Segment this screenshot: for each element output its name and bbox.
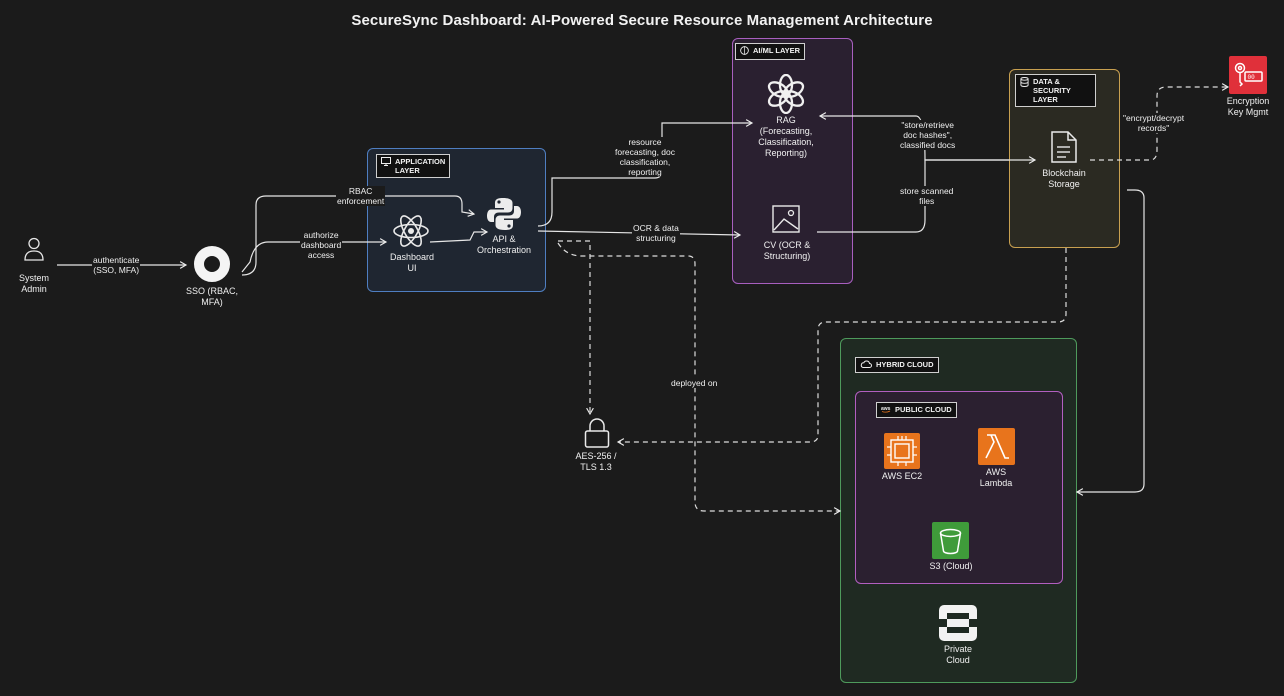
aiml-layer-group: AI/ML LAYER [732,38,853,284]
brain-icon [740,46,749,57]
api-label: API & Orchestration [476,234,532,255]
openstack-icon [939,605,977,646]
monitor-icon [381,157,391,168]
diagram-title: SecureSync Dashboard: AI-Powered Secure … [351,12,933,29]
application-layer-group: APPLICATION LAYER [367,148,546,292]
hybrid-cloud-label: HYBRID CLOUD [855,357,939,373]
svg-text:00: 00 [1248,74,1256,81]
edge-label-authorize: authorize dashboard access [300,230,343,260]
aws-logo-icon: aws [881,405,891,415]
sso-icon [193,245,231,288]
admin-user-icon [24,237,44,266]
edge-label-ocr: OCR & data structuring [632,223,680,243]
edge-label-authenticate: authenticate (SSO, MFA) [92,255,141,275]
edge-label-rbac: RBAC enforcement [336,186,386,206]
aes-label: AES-256 / TLS 1.3 [575,451,617,472]
public-cloud-label: aws PUBLIC CLOUD [876,402,957,418]
rag-label: RAG (Forecasting, Classification, Report… [758,115,814,158]
cloud-icon [860,360,872,370]
image-icon [772,205,800,238]
ec2-label: AWS EC2 [881,471,923,481]
lock-icon [584,418,610,453]
document-icon [1050,131,1078,168]
key-management-icon: 00 [1229,56,1267,99]
data-security-layer-group: DATA & SECURITY LAYER [1009,69,1120,248]
dashboard-label: Dashboard UI [389,252,435,273]
s3-icon [932,522,969,564]
edge-label-deployed: deployed on [670,378,719,388]
private-cloud-label: Private Cloud [943,644,972,665]
sso-label: SSO (RBAC, MFA) [185,286,238,307]
aiml-layer-label: AI/ML LAYER [735,43,806,60]
lambda-label: AWS Lambda [979,467,1013,488]
s3-label: S3 (Cloud) [929,561,973,571]
ec2-icon [884,433,920,474]
admin-label: System Admin [18,273,49,294]
cv-label: CV (OCR & Structuring) [763,240,811,261]
database-icon [1020,77,1029,89]
svg-text:aws: aws [881,406,891,412]
edge-label-store-scanned: store scanned files [899,186,955,206]
data-security-layer-label: DATA & SECURITY LAYER [1015,74,1096,107]
openai-icon [766,73,806,119]
blockchain-label: Blockchain Storage [1042,168,1086,189]
lambda-icon [978,428,1015,470]
application-layer-label: APPLICATION LAYER [376,154,450,178]
edge-label-encrypt: "encrypt/decrypt records" [1122,113,1186,133]
python-icon [486,196,522,237]
encryption-label: Encryption Key Mgmt [1226,96,1270,117]
edge-label-store-retrieve: "store/retrieve doc hashes", classified … [899,120,957,150]
react-icon [392,213,430,254]
edge-label-resource: resource forecasting, doc classification… [614,137,677,177]
